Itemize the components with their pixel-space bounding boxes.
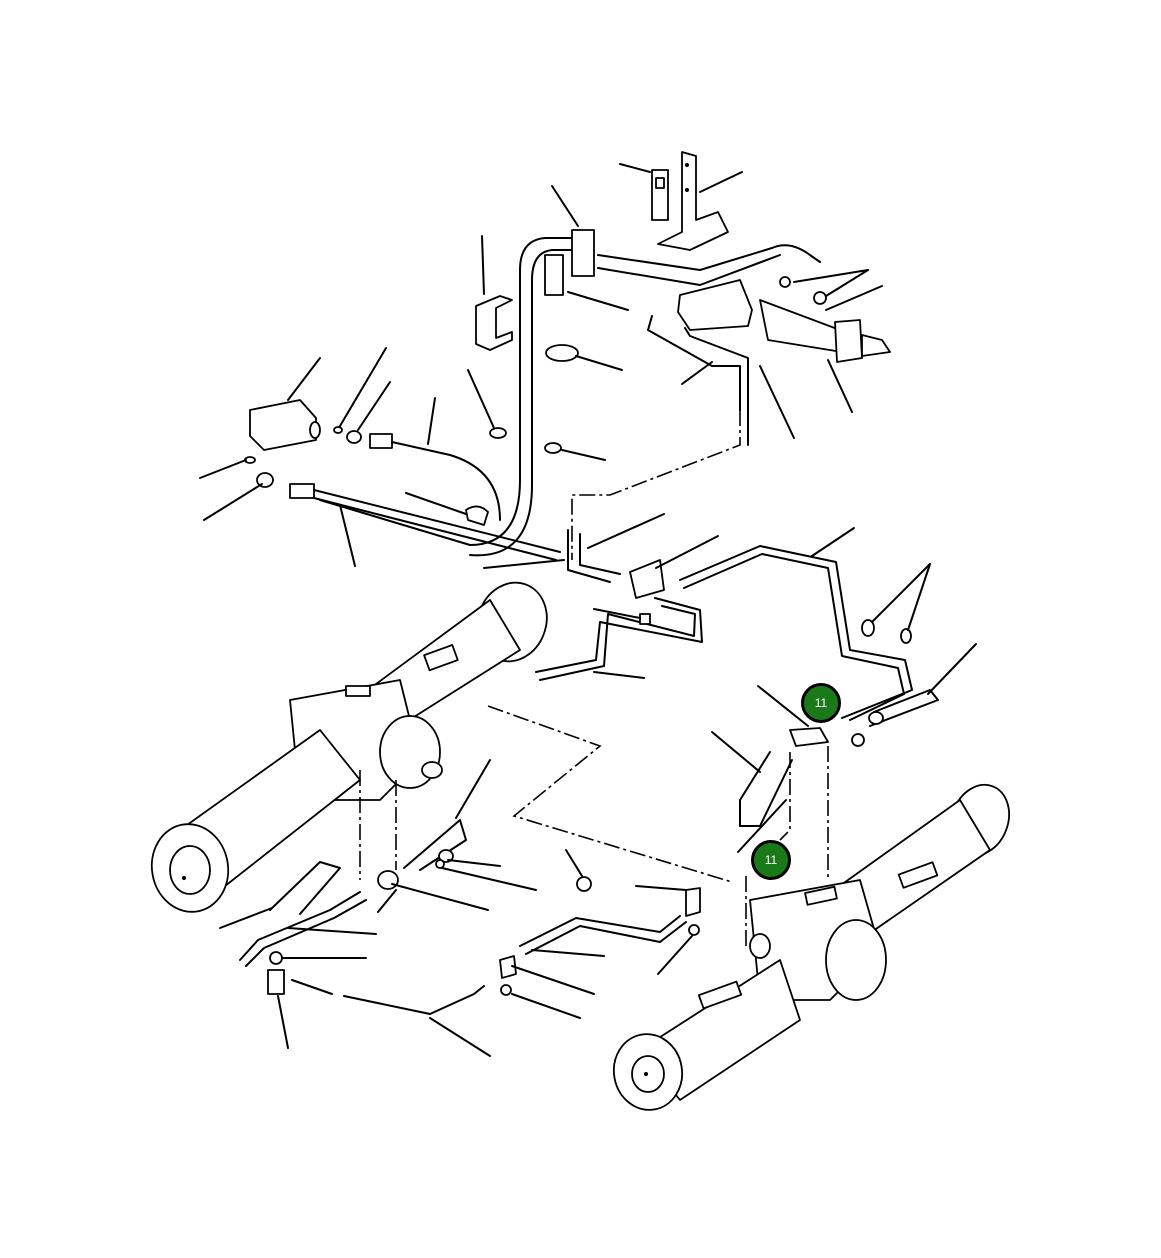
left-brake-lines bbox=[219, 759, 537, 1049]
left-axle bbox=[150, 581, 548, 913]
u-bracket bbox=[475, 235, 513, 351]
right-axle bbox=[612, 783, 1010, 1111]
callout-11-lower[interactable]: 11 bbox=[751, 840, 791, 880]
fittings-upper-left bbox=[405, 344, 623, 526]
callout-label: 11 bbox=[814, 696, 828, 710]
callout-11-upper[interactable]: 11 bbox=[801, 683, 841, 723]
upper-bracket-group bbox=[619, 151, 743, 251]
valve-block bbox=[199, 347, 561, 567]
callout-label: 11 bbox=[764, 853, 778, 867]
right-fittings bbox=[711, 643, 977, 950]
hose-lines bbox=[319, 185, 821, 557]
center-tee-lines bbox=[483, 513, 931, 883]
center-bottom-lines bbox=[343, 849, 701, 1057]
master-cylinder bbox=[571, 269, 891, 560]
